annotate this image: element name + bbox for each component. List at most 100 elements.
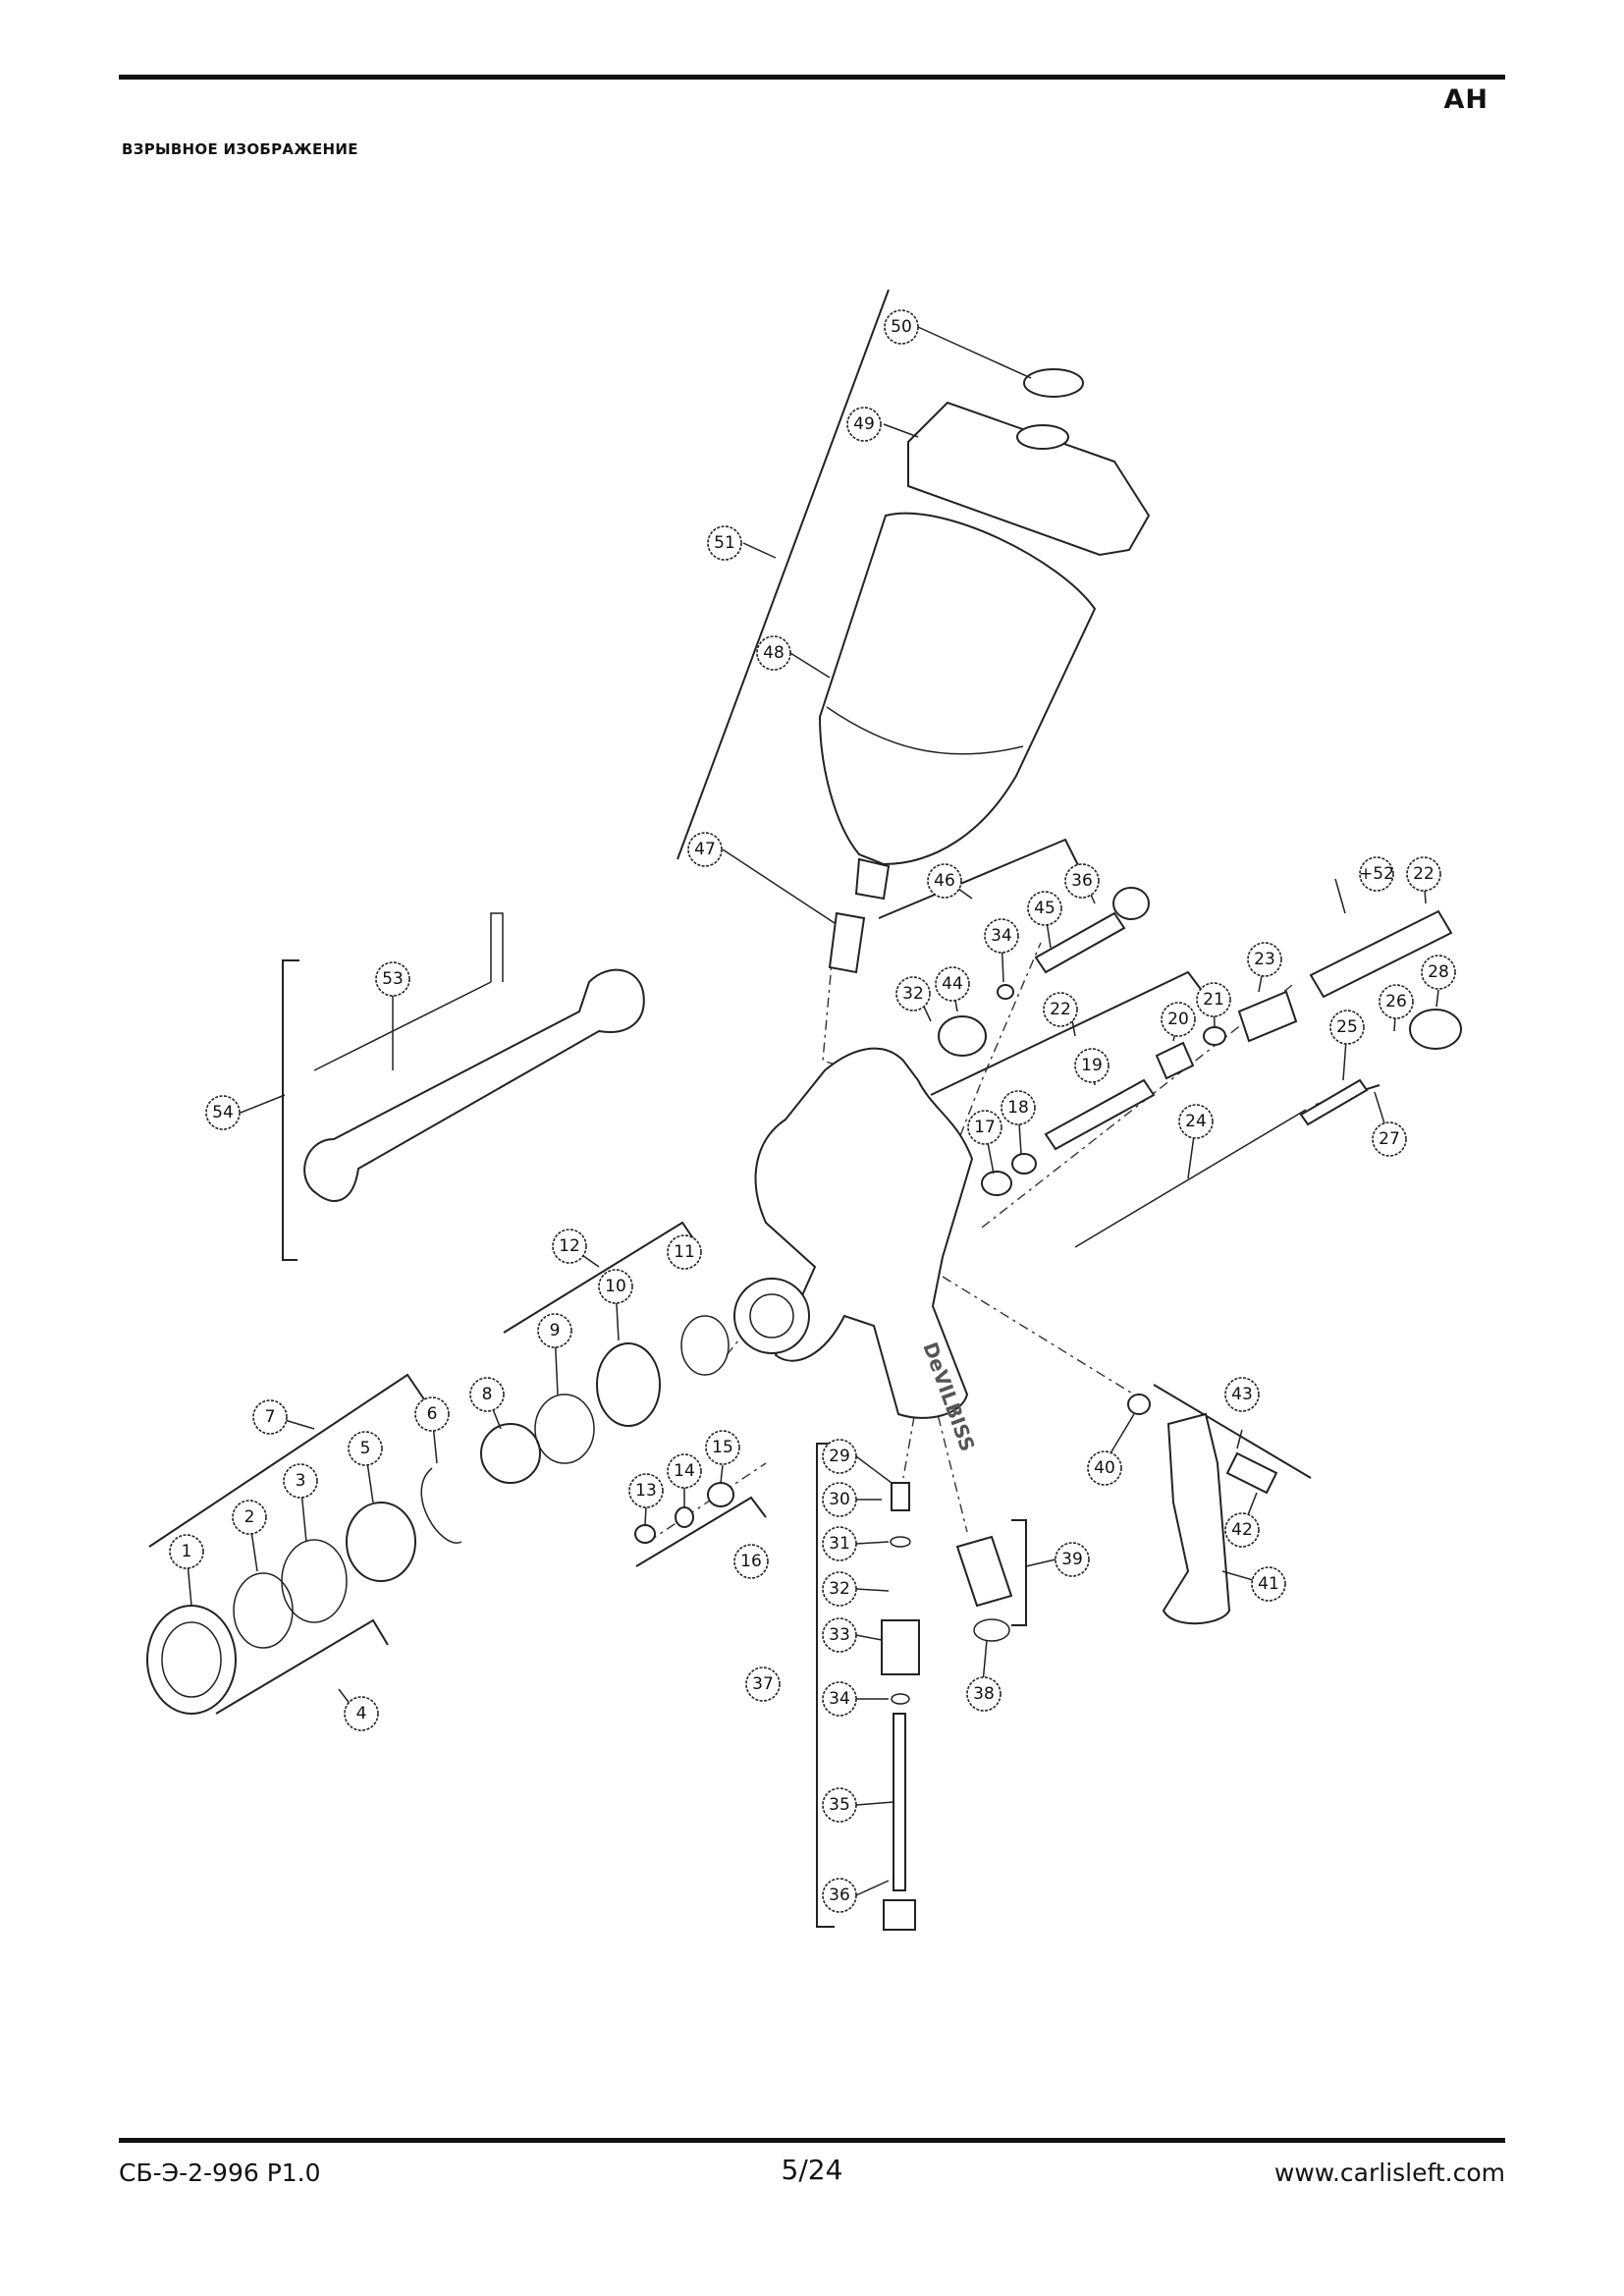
callout-number: 18 xyxy=(1007,1098,1029,1118)
callout-number: 34 xyxy=(991,926,1012,946)
fluid-adjust-part xyxy=(1034,911,1126,974)
callout-number: 28 xyxy=(1428,962,1449,982)
callout-number: 43 xyxy=(1231,1385,1253,1404)
ring-part xyxy=(1011,1153,1037,1175)
bracket-7 xyxy=(148,1373,425,1548)
callout-number: 38 xyxy=(973,1684,995,1704)
callout-15: 15 xyxy=(705,1430,740,1465)
callout-number: 36 xyxy=(829,1886,850,1905)
website-link[interactable]: www.carlisleft.com xyxy=(1273,2159,1505,2187)
callout-33: 33 xyxy=(822,1617,857,1653)
callout-number: 5 xyxy=(360,1439,371,1458)
callout-4: 4 xyxy=(344,1696,379,1731)
air-inlet-part xyxy=(955,1535,1013,1608)
bracket-51 xyxy=(677,289,890,860)
callout-number: 23 xyxy=(1254,950,1275,969)
vent-cap-part xyxy=(1023,368,1084,398)
callout-number: 39 xyxy=(1061,1550,1083,1569)
callout-number: 13 xyxy=(635,1481,657,1501)
callout-number: 47 xyxy=(694,840,716,859)
wrench-part xyxy=(303,968,645,1202)
callout-number: 53 xyxy=(382,969,404,989)
footer-rule xyxy=(119,2138,1505,2143)
callout-29: 29 xyxy=(822,1439,857,1474)
callout-50: 50 xyxy=(884,309,919,345)
callout-6: 6 xyxy=(414,1396,450,1432)
callout-number: 54 xyxy=(212,1103,234,1122)
clip-part xyxy=(420,1467,462,1544)
callout-number: 32 xyxy=(829,1579,850,1599)
callout-32: 32 xyxy=(822,1571,857,1607)
callout-number: 8 xyxy=(482,1385,493,1404)
bracket-4 xyxy=(215,1618,389,1715)
bracket-54 xyxy=(282,959,299,1261)
callout-number: 51 xyxy=(714,533,735,553)
callout-25: 25 xyxy=(1329,1010,1365,1045)
paint-cup-part xyxy=(818,512,1097,866)
callout-2: 2 xyxy=(232,1500,267,1535)
spring-part xyxy=(1299,1078,1369,1126)
callout-number: 32 xyxy=(902,984,924,1004)
o-ring-part xyxy=(1203,1026,1226,1046)
callout-41: 41 xyxy=(1251,1566,1286,1602)
callout-number: 40 xyxy=(1094,1458,1115,1478)
callout-number: 37 xyxy=(752,1674,774,1694)
callout-28: 28 xyxy=(1421,955,1456,990)
callout-number: 11 xyxy=(674,1242,695,1262)
callout-number: 9 xyxy=(550,1321,561,1340)
callout-number: 24 xyxy=(1185,1112,1207,1131)
callout-number: 2 xyxy=(244,1507,255,1527)
bracket-39 xyxy=(1011,1519,1027,1626)
nut-13-part xyxy=(634,1524,656,1544)
language-code: AH xyxy=(1443,84,1489,115)
assembly-line xyxy=(910,942,1042,1263)
callout-8: 8 xyxy=(469,1377,505,1412)
callout-38: 38 xyxy=(966,1676,1001,1712)
pin-40-part xyxy=(1127,1394,1151,1415)
callout-32: 32 xyxy=(895,976,931,1011)
callout-13: 13 xyxy=(628,1473,664,1508)
callout-number: 16 xyxy=(740,1552,762,1571)
bracket-16 xyxy=(635,1496,767,1567)
callout-number: 48 xyxy=(763,643,785,663)
callout-20: 20 xyxy=(1161,1002,1196,1037)
callout-number: 45 xyxy=(1034,899,1056,918)
fluid-nozzle-part xyxy=(480,1423,541,1484)
document-code: СБ-Э-2-996 P1.0 xyxy=(119,2159,321,2187)
callout-53: 53 xyxy=(375,961,410,997)
callout-number: 26 xyxy=(1385,992,1407,1011)
callout-number: 44 xyxy=(942,974,963,994)
assembly-line xyxy=(902,1394,919,1479)
washer-part xyxy=(997,984,1014,1000)
callout-number: 41 xyxy=(1258,1574,1279,1594)
needle-part xyxy=(1074,1109,1307,1248)
callout-21: 21 xyxy=(1196,982,1231,1017)
ring-38-part xyxy=(973,1618,1010,1642)
header-rule xyxy=(119,75,1505,80)
lid-neck-part xyxy=(1016,424,1069,450)
callout-number: 35 xyxy=(829,1795,850,1815)
bracket-22 xyxy=(930,970,1204,1096)
callout-27: 27 xyxy=(1372,1121,1407,1157)
callout-number: 15 xyxy=(712,1438,733,1457)
callout-number: 31 xyxy=(829,1534,850,1554)
callout-43: 43 xyxy=(1224,1377,1260,1412)
callout-16: 16 xyxy=(733,1544,769,1579)
callout-number: 10 xyxy=(605,1277,626,1296)
callout-3: 3 xyxy=(283,1463,318,1499)
callout-44: 44 xyxy=(935,966,970,1002)
bracket-37 xyxy=(816,1443,835,1928)
spring-14-part xyxy=(675,1506,694,1528)
assembly-line xyxy=(942,1276,1135,1395)
callout-number: 6 xyxy=(427,1404,438,1424)
callout-34: 34 xyxy=(822,1681,857,1717)
callout-number: 7 xyxy=(265,1407,276,1427)
callout-47: 47 xyxy=(687,832,723,867)
extension-tube-part xyxy=(1309,909,1453,999)
callout-number: 34 xyxy=(829,1689,850,1709)
callout-number: 27 xyxy=(1379,1129,1400,1149)
washer-34-part xyxy=(891,1693,910,1705)
callout-number: +52 xyxy=(1359,864,1394,884)
